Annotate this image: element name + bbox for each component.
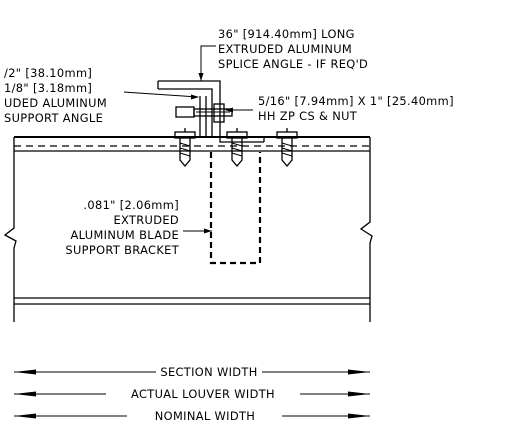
screw-left — [174, 128, 196, 168]
nut — [213, 103, 225, 123]
support-angle-label-line-2: 1/8" [3.18mm] — [4, 81, 92, 95]
splice-angle-label-line-3: SPLICE ANGLE - IF REQ'D — [218, 57, 368, 71]
support-angle-label-line-3: UDED ALUMINUM — [4, 96, 107, 110]
bracket-label-line-2: EXTRUDED — [113, 213, 179, 227]
leader-support-angle — [123, 91, 199, 100]
screw-center — [226, 128, 248, 168]
nominal-width-label: NOMINAL WIDTH — [155, 409, 255, 423]
bracket-label-line-4: SUPPORT BRACKET — [65, 243, 179, 257]
actual-louver-width-dimension: ACTUAL LOUVER WIDTH — [14, 387, 370, 401]
bracket-label-line-1: .081" [2.06mm] — [83, 198, 179, 212]
nominal-width-dimension: NOMINAL WIDTH — [14, 409, 370, 423]
leader-splice-angle — [198, 45, 216, 81]
bolt-and-nut — [175, 103, 233, 123]
actual-louver-width-label: ACTUAL LOUVER WIDTH — [131, 387, 275, 401]
leader-bracket — [183, 228, 212, 234]
splice-angle-label-line-1: 36" [914.40mm] LONG — [218, 27, 355, 41]
blade-support-bracket — [209, 152, 262, 265]
bolt-shank — [193, 108, 233, 117]
left-break-line — [3, 137, 17, 322]
splice-angle-label-line-2: EXTRUDED ALUMINUM — [218, 42, 352, 56]
right-break-line — [359, 137, 373, 322]
support-angle-label-line-4: SUPPORT ANGLE — [4, 111, 103, 125]
bracket-label-line-3: ALUMINUM BLADE — [71, 228, 179, 242]
bolt-label-line-1: 5/16" [7.94mm] X 1" [25.40mm] — [258, 94, 454, 108]
support-angle-label-line-1: /2" [38.10mm] — [4, 66, 92, 80]
section-width-label: SECTION WIDTH — [160, 365, 257, 379]
section-width-dimension: SECTION WIDTH — [14, 365, 370, 379]
leader-bolt — [225, 107, 253, 113]
bolt-label-line-2: HH ZP CS & NUT — [258, 109, 357, 123]
bolt-head — [175, 106, 195, 118]
blade-section — [3, 136, 373, 322]
screw-right — [276, 128, 298, 168]
